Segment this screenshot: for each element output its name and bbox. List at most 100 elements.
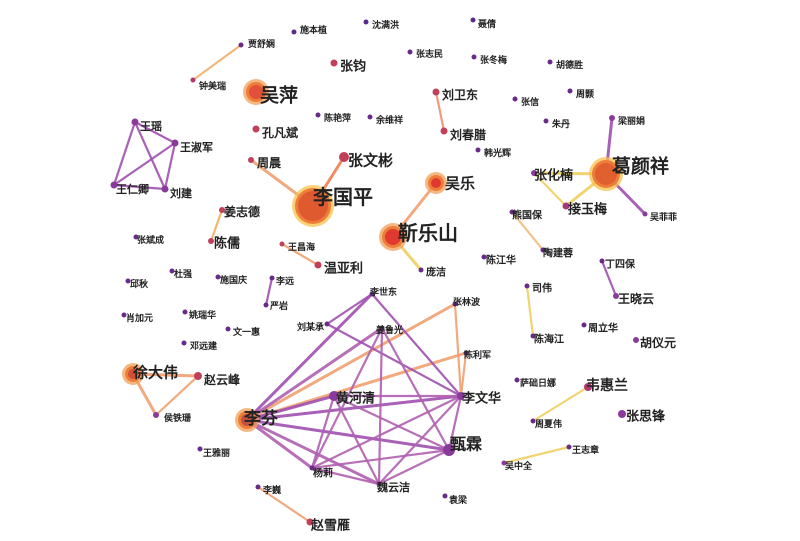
node-label-15: 陈艳萍: [324, 112, 351, 124]
edge-41: [453, 302, 463, 398]
node-21: [475, 147, 481, 153]
node-53: [182, 309, 188, 315]
node-label-56: 文一惠: [232, 326, 260, 338]
node-label-79: 袁梁: [448, 494, 468, 506]
node-8: [547, 59, 553, 65]
node-label-44: 施国庆: [220, 274, 247, 286]
node-label-21: 韩光辉: [484, 147, 511, 159]
node-label-1: 施本植: [300, 24, 327, 36]
node-label-35: 张斌成: [137, 234, 164, 246]
node-label-6: 张志民: [416, 48, 443, 60]
node-label-47: 司伟: [532, 282, 552, 295]
node-16: [367, 114, 373, 120]
node-3: [470, 17, 476, 23]
edge-48: [310, 326, 384, 470]
node-1: [291, 29, 297, 35]
node-32: [509, 209, 515, 215]
node-label-19: 王淑军: [180, 140, 213, 154]
node-label-51: 肖加元: [126, 312, 153, 324]
edge-38: [325, 292, 374, 326]
edge-50: [332, 394, 451, 452]
edge-3: [112, 120, 137, 187]
node-0: [238, 42, 244, 48]
node-label-77: 李巍: [262, 484, 281, 496]
node-28: [431, 178, 441, 188]
edge-40: [370, 292, 463, 398]
node-label-39: 温亚利: [324, 261, 363, 277]
edge-52: [332, 394, 381, 486]
node-label-13: 王瑶: [140, 119, 162, 133]
node-43: [169, 268, 175, 274]
node-26: [110, 181, 118, 189]
node-label-59: 邓远建: [190, 340, 218, 352]
node-15: [315, 112, 321, 118]
node-9: [249, 85, 263, 99]
node-label-53: 姚瑞华: [188, 309, 216, 321]
edge-6: [163, 141, 177, 191]
node-label-26: 王仁卿: [116, 182, 149, 196]
node-label-55: 姜鲁光: [376, 324, 403, 336]
edge-4: [133, 120, 167, 191]
node-label-30: 接玉梅: [568, 202, 607, 218]
node-27: [161, 185, 169, 193]
edge-17: [209, 208, 224, 243]
node-label-62: 徐大伟: [132, 363, 178, 381]
node-label-52: 严岩: [269, 300, 288, 312]
node-60: [463, 350, 469, 356]
node-label-49: 李世东: [369, 286, 397, 298]
edge-22: [510, 210, 545, 252]
edge-24: [502, 445, 571, 465]
node-29: [298, 191, 328, 221]
node-label-75: 杨莉: [313, 467, 333, 480]
node-label-34: 靳乐山: [398, 221, 458, 245]
node-65: [584, 383, 592, 391]
edge-45: [310, 394, 463, 470]
edge-1: [434, 90, 446, 133]
node-45: [269, 275, 275, 281]
node-label-22: 周晨: [257, 156, 282, 170]
node-label-45: 李远: [275, 275, 295, 287]
node-19: [171, 139, 179, 147]
node-55: [379, 325, 385, 331]
node-label-43: 杜强: [174, 268, 192, 280]
node-14: [252, 125, 260, 133]
node-label-71: 李芬: [244, 408, 279, 429]
node-70: [618, 410, 626, 418]
node-label-28: 吴乐: [445, 174, 475, 192]
node-74: [566, 444, 572, 450]
node-35: [133, 234, 139, 240]
node-label-58: 周立华: [588, 322, 618, 335]
node-73: [443, 444, 455, 456]
node-label-38: 陶建蓉: [543, 247, 573, 260]
node-31: [219, 207, 225, 213]
node-label-29: 李国平: [312, 185, 373, 209]
node-label-65: 韦惠兰: [586, 377, 628, 394]
node-23: [339, 152, 349, 162]
edge-43: [447, 394, 463, 452]
node-label-78: 魏云洁: [376, 480, 410, 494]
node-label-11: 张信: [521, 96, 539, 108]
edge-21: [525, 284, 535, 338]
node-68: [153, 412, 159, 418]
node-59: [181, 340, 187, 346]
edge-37: [245, 418, 381, 486]
node-label-64: 萨础日娜: [520, 377, 556, 389]
node-label-2: 沈满洪: [372, 19, 399, 31]
edge-39: [325, 322, 463, 398]
edge-46: [377, 394, 463, 486]
node-50: [452, 301, 458, 307]
node-30: [562, 202, 570, 210]
edge-53: [310, 448, 451, 470]
edge-51: [310, 394, 336, 470]
edge-30: [245, 302, 457, 422]
node-7: [471, 54, 477, 60]
edge-29: [245, 292, 374, 422]
node-label-40: 陈江华: [486, 254, 516, 267]
node-61: [633, 337, 639, 343]
node-33: [642, 211, 648, 217]
node-label-24: 葛颜祥: [611, 155, 669, 178]
node-75: [309, 465, 315, 471]
node-44: [215, 274, 221, 280]
edge-5: [112, 141, 177, 187]
